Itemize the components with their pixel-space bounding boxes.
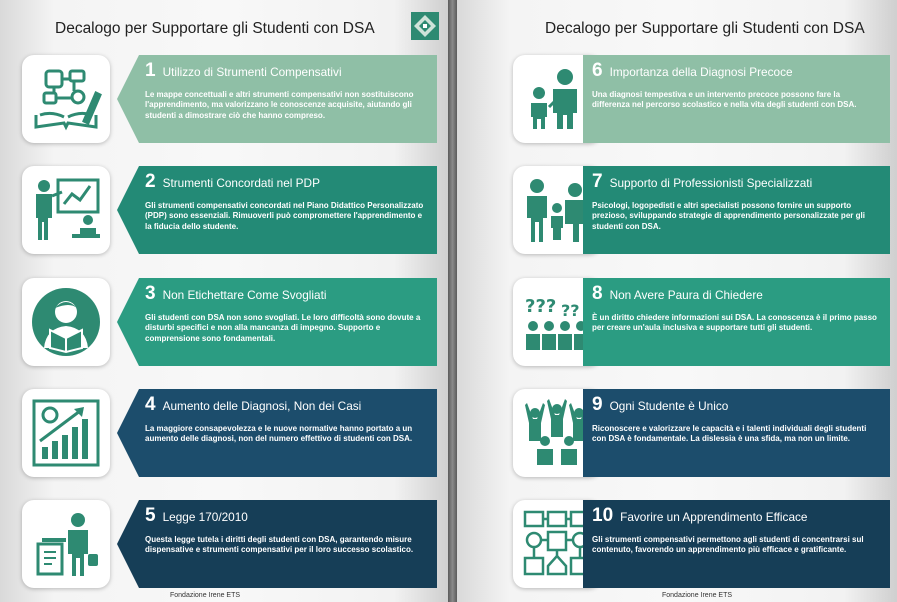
decalogo-item-3: 3 Non Etichettare Come Svogliati Gli stud… bbox=[22, 278, 437, 366]
item-banner: 6 Importanza della Diagnosi Precoce Una d… bbox=[583, 55, 890, 143]
page-title: Decalogo per Supportare gli Studenti con… bbox=[545, 20, 865, 37]
item-number: 1 bbox=[145, 60, 156, 81]
item-text: Riconoscere e valorizzare le capacità e … bbox=[592, 424, 867, 444]
footer: Fondazione Irene ETS bbox=[170, 592, 241, 599]
student-reading-icon bbox=[22, 278, 110, 366]
item-banner: 8 Non Avere Paura di Chiedere È un diritt… bbox=[583, 278, 890, 366]
growth-chart-icon bbox=[22, 389, 110, 477]
item-number: 8 bbox=[592, 283, 603, 304]
decalogo-item-8: ??? ?? 8 Non Avere Paura di Chiedere È un… bbox=[513, 278, 890, 366]
item-heading: Favorire un Apprendimento Efficace bbox=[620, 510, 808, 524]
decalogo-item-4: 4 Aumento delle Diagnosi, Non dei Casi La… bbox=[22, 389, 437, 477]
decalogo-item-5: 5 Legge 170/2010 Questa legge tutela i di… bbox=[22, 500, 437, 588]
item-heading: Ogni Studente è Unico bbox=[609, 399, 729, 413]
svg-text:???: ??? bbox=[525, 296, 556, 317]
item-banner: 7 Supporto di Professionisti Specializzat… bbox=[583, 166, 890, 254]
decalogo-item-10: 10 Favorire un Apprendimento Efficace Gli… bbox=[513, 500, 890, 588]
item-banner: 10 Favorire un Apprendimento Efficace Gli… bbox=[583, 500, 890, 588]
item-number: 7 bbox=[592, 171, 603, 192]
decalogo-item-7: 7 Supporto di Professionisti Specializzat… bbox=[513, 166, 890, 254]
item-banner: 3 Non Etichettare Come Svogliati Gli stud… bbox=[117, 278, 437, 366]
item-heading: Utilizzo di Strumenti Compensativi bbox=[162, 65, 342, 79]
item-number: 4 bbox=[145, 394, 156, 415]
footer: Fondazione Irene ETS bbox=[662, 592, 733, 599]
book-mindmap-icon bbox=[22, 55, 110, 143]
item-text: Gli strumenti compensativi permettono ag… bbox=[592, 535, 864, 555]
svg-text:??: ?? bbox=[561, 301, 580, 320]
page-title: Decalogo per Supportare gli Studenti con… bbox=[55, 20, 375, 37]
item-heading: Supporto di Professionisti Specializzati bbox=[609, 176, 813, 190]
item-text: Gli studenti con DSA non sono svogliati.… bbox=[145, 313, 421, 343]
foundation-logo-icon bbox=[411, 12, 439, 40]
item-text: La maggiore consapevolezza e le nuove no… bbox=[145, 424, 413, 444]
decalogo-item-6: 6 Importanza della Diagnosi Precoce Una d… bbox=[513, 55, 890, 143]
item-number: 5 bbox=[145, 505, 156, 526]
item-heading: Legge 170/2010 bbox=[162, 510, 248, 524]
item-banner: 4 Aumento delle Diagnosi, Non dei Casi La… bbox=[117, 389, 437, 477]
item-number: 9 bbox=[592, 394, 603, 415]
right-page: Decalogo per Supportare gli Studenti con… bbox=[457, 0, 897, 602]
item-text: Questa legge tutela i diritti degli stud… bbox=[145, 535, 414, 555]
item-number: 6 bbox=[592, 60, 603, 81]
left-page: Decalogo per Supportare gli Studenti con… bbox=[0, 0, 448, 602]
item-banner: 9 Ogni Studente è Unico Riconoscere e val… bbox=[583, 389, 890, 477]
item-heading: Strumenti Concordati nel PDP bbox=[162, 176, 320, 190]
item-banner: 5 Legge 170/2010 Questa legge tutela i di… bbox=[117, 500, 437, 588]
decalogo-item-2: 2 Strumenti Concordati nel PDP Gli strume… bbox=[22, 166, 437, 254]
decalogo-item-9: 9 Ogni Studente è Unico Riconoscere e val… bbox=[513, 389, 890, 477]
item-text: Gli strumenti compensativi concordati ne… bbox=[145, 201, 424, 231]
item-heading: Importanza della Diagnosi Precoce bbox=[609, 65, 793, 79]
item-text: Una diagnosi tempestiva e un intervento … bbox=[592, 90, 857, 110]
item-heading: Aumento delle Diagnosi, Non dei Casi bbox=[162, 399, 362, 413]
item-banner: 2 Strumenti Concordati nel PDP Gli strume… bbox=[117, 166, 437, 254]
item-heading: Non Avere Paura di Chiedere bbox=[609, 288, 763, 302]
item-number: 3 bbox=[145, 283, 156, 304]
item-number: 10 bbox=[592, 505, 614, 526]
lawyer-documents-icon bbox=[22, 500, 110, 588]
teacher-board-icon bbox=[22, 166, 110, 254]
item-number: 2 bbox=[145, 171, 156, 192]
decalogo-item-1: 1 Utilizzo di Strumenti Compensativi Le m… bbox=[22, 55, 437, 143]
item-text: Psicologi, logopedisti e altri specialis… bbox=[592, 201, 865, 231]
item-text: Le mappe concettuali e altri strumenti c… bbox=[145, 90, 414, 120]
item-text: È un diritto chiedere informazioni sui D… bbox=[592, 313, 877, 333]
item-heading: Non Etichettare Come Svogliati bbox=[162, 288, 327, 302]
page-gutter bbox=[448, 0, 457, 602]
item-banner: 1 Utilizzo di Strumenti Compensativi Le m… bbox=[117, 55, 437, 143]
